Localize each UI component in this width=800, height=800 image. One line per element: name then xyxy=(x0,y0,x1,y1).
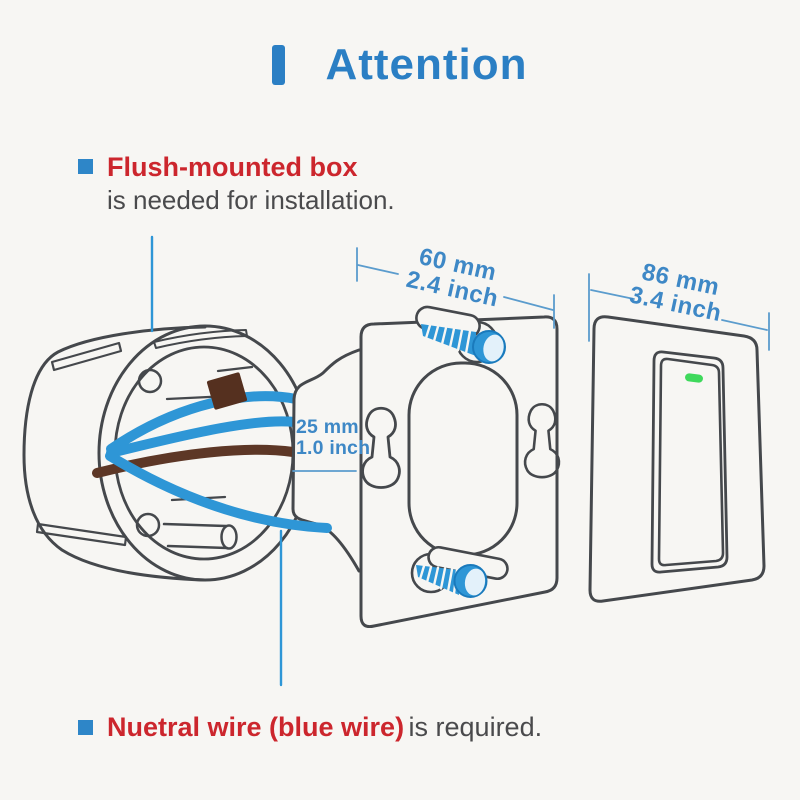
switch-rocker-recess xyxy=(650,350,729,574)
header: Attention xyxy=(0,40,800,90)
box-body-slot-top xyxy=(50,341,123,372)
dim-25mm-imperial: 1.0 inch xyxy=(296,436,371,459)
box-conduit-entry xyxy=(162,522,238,550)
box-rim-slot xyxy=(153,329,248,349)
mounting-screw-bottom xyxy=(416,564,488,598)
neutral-wire-note-rest: is required. xyxy=(408,712,543,742)
switch-mechanism-profile xyxy=(291,348,363,573)
switch-panel-drawing xyxy=(588,315,766,603)
box-screw-boss-top xyxy=(137,368,163,394)
led-indicator xyxy=(685,373,703,383)
neutral-wire-note: Nuetral wire (blue wire) is required. xyxy=(78,712,542,743)
plate-keyhole-left xyxy=(361,406,401,489)
neutral-wire-top xyxy=(106,391,301,454)
square-bullet-icon xyxy=(78,720,93,735)
annotations xyxy=(150,235,770,687)
neutral-wire-middle xyxy=(106,416,300,458)
wires xyxy=(92,372,301,478)
dimension-line-86mm xyxy=(588,273,770,351)
dimension-line-60mm xyxy=(356,247,555,329)
neutral-wire-bottom xyxy=(105,451,332,533)
plate-keyhole-right xyxy=(523,402,561,479)
page-title: Attention xyxy=(325,40,528,89)
flush-box-note: Flush-mounted box is needed for installa… xyxy=(78,150,395,217)
box-body-outline xyxy=(22,325,207,582)
square-bullet-icon xyxy=(78,159,93,174)
mounting-plate-outline xyxy=(359,315,559,628)
neutral-wire-note-highlight: Nuetral wire (blue wire) xyxy=(107,712,405,742)
wire-terminal-block xyxy=(206,372,248,410)
box-screw-boss-bottom xyxy=(135,512,161,538)
switch-rocker-button xyxy=(657,357,725,567)
flush-box-note-highlight: Flush-mounted box xyxy=(107,152,358,182)
flush-box-note-rest: is needed for installation. xyxy=(107,185,395,215)
title-accent-bar-icon xyxy=(272,45,286,85)
mounting-plate-drawing xyxy=(359,305,561,628)
box-body-slot-bottom xyxy=(35,522,128,547)
dim-25mm-label: 25 mm 1.0 inch xyxy=(296,417,376,458)
dim-25mm-metric: 25 mm xyxy=(296,416,359,438)
mounting-screw-top xyxy=(421,324,506,364)
